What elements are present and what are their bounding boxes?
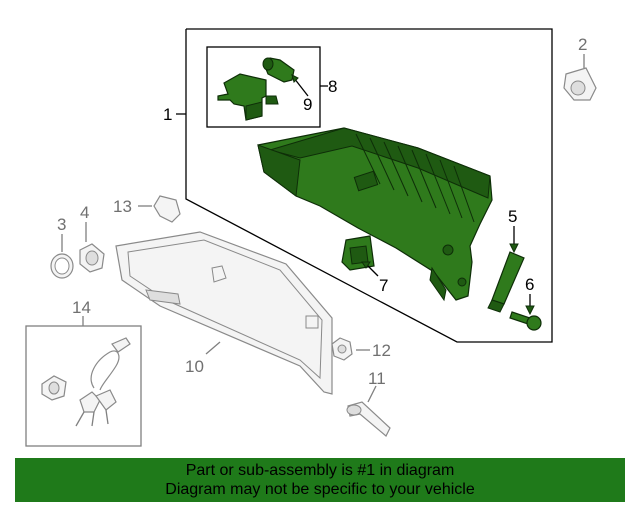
callout-4[interactable]: 4: [80, 203, 89, 222]
part-8-bracket[interactable]: [217, 73, 279, 121]
part-12-nut[interactable]: [331, 337, 353, 361]
part-11-bolt[interactable]: [346, 401, 391, 437]
callout-10[interactable]: 10: [185, 357, 204, 376]
callout-7-leader: [365, 263, 379, 277]
part-9-damper[interactable]: [262, 57, 295, 83]
subassembly-8-box: [206, 46, 321, 128]
footer-line-2: Diagram may not be specific to your vehi…: [165, 481, 475, 498]
part-7-latch[interactable]: [341, 235, 375, 271]
callout-9-arrow: [291, 74, 299, 83]
callout-6-arrow: [525, 305, 535, 316]
callout-5[interactable]: 5: [508, 207, 517, 226]
callout-2[interactable]: 2: [578, 35, 587, 54]
assembly-outline: [185, 28, 553, 343]
part-10-glove-box-door[interactable]: [115, 231, 333, 395]
footer-line-1: Part or sub-assembly is #1 in diagram: [185, 462, 455, 479]
callout-11-leader: [367, 385, 377, 403]
part-5-strut[interactable]: [487, 251, 525, 313]
callout-3[interactable]: 3: [57, 215, 66, 234]
callout-14[interactable]: 14: [72, 298, 91, 317]
callout-7-arrow: [361, 261, 371, 269]
part-4-lock-cylinder[interactable]: [79, 243, 105, 273]
callout-13[interactable]: 13: [113, 197, 132, 216]
callout-7[interactable]: 7: [379, 276, 388, 295]
footer-banner: Part or sub-assembly is #1 in diagram Di…: [15, 458, 625, 502]
callout-9-leader: [293, 77, 309, 97]
part-3-ring[interactable]: [50, 253, 74, 279]
callout-1[interactable]: 1: [163, 105, 172, 124]
callout-9[interactable]: 9: [303, 95, 312, 114]
part-1-glove-box-housing[interactable]: [257, 127, 493, 302]
housing-ribs: [355, 133, 475, 223]
part-13-cover[interactable]: [153, 195, 181, 223]
part-2-ring[interactable]: [563, 67, 597, 101]
callout-8[interactable]: 8: [328, 77, 337, 96]
callout-10-leader: [205, 341, 221, 355]
part-6-screw[interactable]: [509, 311, 542, 331]
part-14-key-lock-kit[interactable]: [41, 337, 131, 427]
callout-6[interactable]: 6: [525, 275, 534, 294]
callout-5-arrow: [509, 243, 519, 254]
callout-11[interactable]: 11: [368, 369, 386, 388]
callout-12[interactable]: 12: [372, 341, 391, 360]
